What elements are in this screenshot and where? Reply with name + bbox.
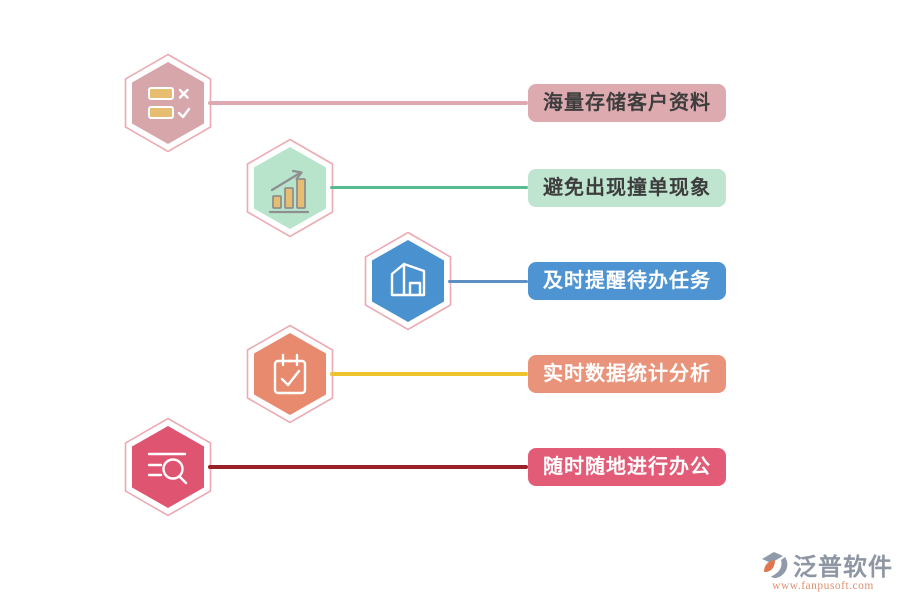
search-list-icon — [147, 452, 188, 485]
connector-line — [330, 186, 528, 189]
brand-footer: 泛普软件 www.fanpusoft.com — [753, 547, 893, 592]
connector-line — [208, 465, 528, 469]
warehouse-icon — [390, 262, 426, 297]
feature-label: 避免出现撞单现象 — [528, 169, 726, 207]
brand-name: 泛普软件 — [793, 555, 893, 581]
bar-chart-icon — [268, 169, 310, 214]
checklist-icon — [148, 87, 191, 119]
connector-line — [208, 101, 528, 105]
feature-hexagon — [124, 417, 212, 517]
brand-url[interactable]: www.fanpusoft.com — [772, 580, 874, 592]
calendar-check-icon — [273, 353, 307, 395]
feature-hexagon — [246, 138, 334, 238]
connector-line — [448, 280, 528, 283]
fanpu-logo-icon — [762, 551, 788, 578]
connector-line — [330, 372, 528, 376]
feature-label: 海量存储客户资料 — [528, 84, 726, 122]
feature-hexagon — [246, 324, 334, 424]
feature-label: 及时提醒待办任务 — [528, 262, 726, 300]
feature-hexagon — [124, 53, 212, 153]
feature-label: 随时随地进行办公 — [528, 448, 726, 486]
feature-hexagon — [364, 231, 452, 331]
feature-label: 实时数据统计分析 — [528, 355, 726, 393]
